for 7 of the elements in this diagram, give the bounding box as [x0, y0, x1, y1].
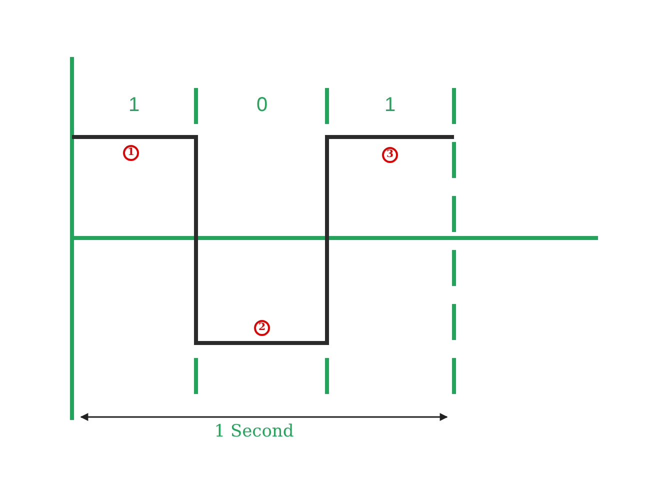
- callout-number: 1: [123, 145, 139, 161]
- duration-label: 1 Second: [214, 424, 294, 440]
- bit-value: 1: [384, 95, 396, 115]
- callout-number: 2: [254, 320, 270, 336]
- callout-number: 3: [382, 147, 398, 163]
- bit-value: 1: [128, 95, 140, 115]
- bit-value: 0: [256, 95, 268, 115]
